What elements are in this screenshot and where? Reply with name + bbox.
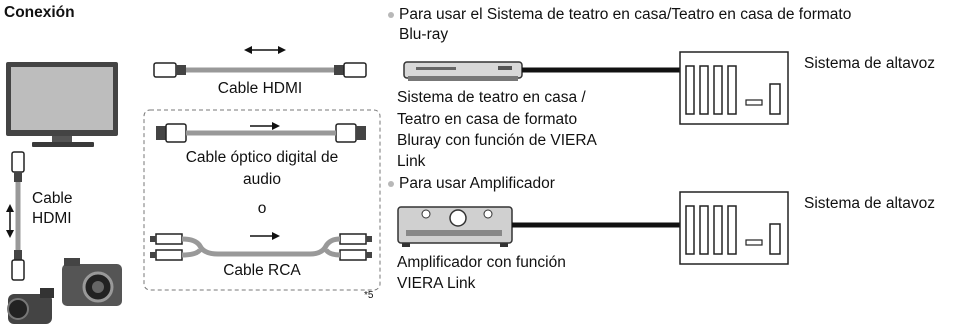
amplifier-icon: [397, 206, 513, 247]
footnote-marker: *5: [364, 290, 374, 301]
camcorder-icon: [7, 288, 54, 324]
double-arrow-icon: [6, 204, 14, 238]
speaker-system-icon: [679, 51, 789, 125]
speaker-system-label-1: Sistema de altavoz: [804, 55, 935, 72]
double-arrow-icon: [244, 46, 286, 54]
rca-cable-line: [181, 236, 341, 257]
tv-icon: [6, 62, 118, 147]
home-theater-note: Para usar el Sistema de teatro en casa/T…: [388, 5, 851, 25]
optical-cable-label-line2: audio: [243, 171, 281, 188]
home-theater-desc-line2: Teatro en casa de formato: [397, 111, 578, 128]
arrow-right-icon: [250, 232, 280, 240]
optical-connector-icon: [156, 123, 366, 143]
page-title: Conexión: [4, 4, 75, 21]
hdmi-connector-icon: [11, 151, 25, 281]
optical-cable-label-line1: Cable óptico digital de: [185, 149, 339, 166]
speaker-system-icon: [679, 191, 789, 265]
bluray-player-icon: [403, 61, 523, 81]
home-theater-desc-line1: Sistema de teatro en casa /: [397, 89, 586, 106]
speaker-system-label-2: Sistema de altavoz: [804, 195, 935, 212]
home-theater-desc-line4: Link: [397, 153, 426, 170]
audio-cable-box: [143, 109, 381, 291]
home-theater-note-line2: Blu-ray: [399, 26, 449, 43]
amp-note: Para usar Amplificador: [388, 174, 555, 194]
cable-hdmi-left-line1: Cable: [32, 190, 73, 207]
cable-hdmi-label: Cable HDMI: [217, 80, 303, 97]
home-theater-desc-line3: Bluray con función de VIERA: [397, 132, 597, 149]
amp-desc-line2: VIERA Link: [397, 275, 476, 292]
hdmi-connector-icon: [153, 62, 367, 78]
cable-hdmi-left-line2: HDMI: [32, 210, 72, 227]
arrow-right-icon: [250, 122, 280, 130]
rca-cable-label: Cable RCA: [223, 262, 301, 279]
camera-icon: [62, 258, 122, 306]
or-label: o: [257, 200, 267, 217]
amp-desc-line1: Amplificador con función: [397, 254, 566, 271]
